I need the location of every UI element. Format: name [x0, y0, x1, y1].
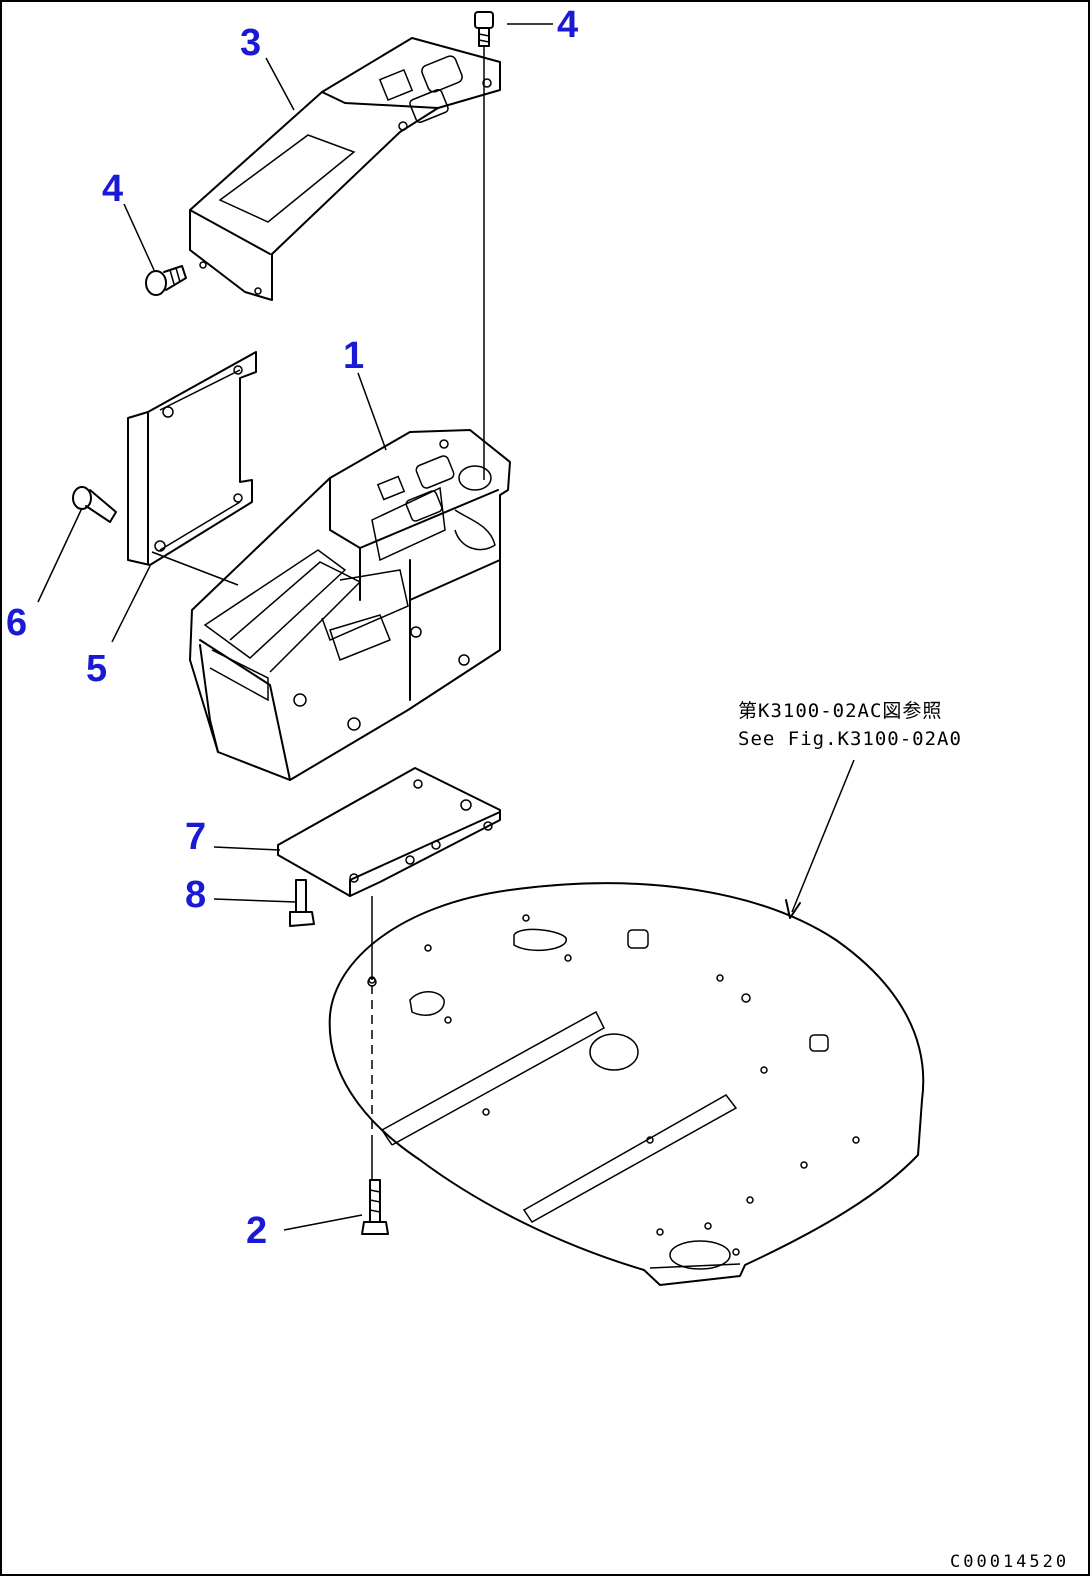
- part-4-bolt-left: [145, 265, 187, 296]
- reference-note-english: See Fig.K3100-02A0: [738, 728, 962, 750]
- part-8-bolt: [289, 879, 315, 927]
- leader-lines: [37, 23, 855, 1231]
- part-label-5: 5: [86, 648, 108, 690]
- part-1-console-box: [189, 429, 511, 781]
- part-6-screw: [72, 486, 117, 523]
- part-label-6: 6: [6, 602, 28, 644]
- part-7-plate: [277, 767, 501, 897]
- part-5-bracket: [127, 351, 257, 566]
- part-label-4-left: 4: [102, 168, 124, 210]
- part-label-8: 8: [185, 874, 207, 916]
- part-label-4-top: 4: [557, 4, 579, 46]
- part-label-3: 3: [240, 22, 262, 64]
- reference-note-japanese: 第K3100-02AC図参照: [738, 700, 943, 722]
- part-4-bolt-top: [474, 11, 494, 47]
- part-label-2: 2: [246, 1210, 268, 1252]
- floor-plate: [328, 882, 925, 1286]
- part-label-7: 7: [185, 816, 207, 858]
- part-3-top-cover: [189, 37, 501, 301]
- part-label-1: 1: [343, 335, 365, 377]
- part-2-bolt: [361, 1179, 389, 1235]
- drawing-code: C00014520: [950, 1552, 1070, 1572]
